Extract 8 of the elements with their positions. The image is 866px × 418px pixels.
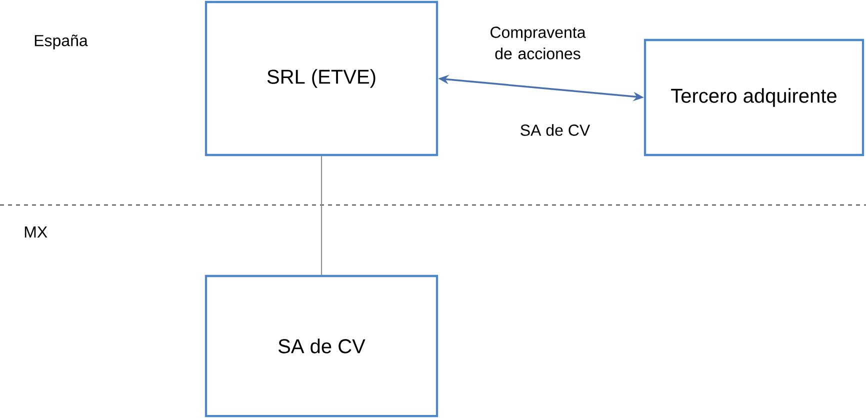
connector-line bbox=[320, 156, 322, 275]
entity-box: Tercero adquirente bbox=[644, 38, 864, 156]
region-label: SA de CV bbox=[520, 124, 590, 136]
region-label: MX bbox=[24, 226, 48, 238]
entity-box: SRL (ETVE) bbox=[204, 0, 438, 156]
edge-label: Compraventa de acciones bbox=[490, 26, 586, 60]
entity-box: SA de CV bbox=[204, 274, 438, 418]
region-label: España bbox=[34, 34, 88, 50]
